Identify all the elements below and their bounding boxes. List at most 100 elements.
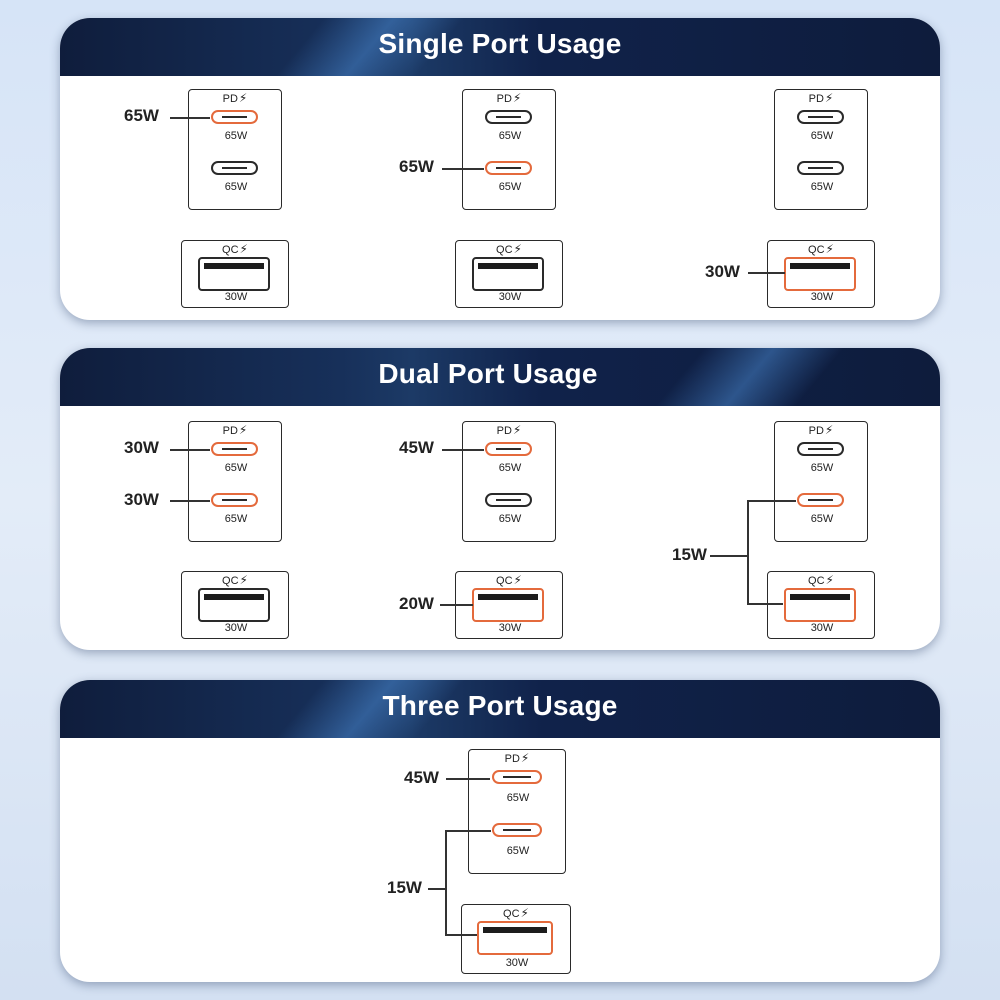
wattage-label: 45W: [399, 438, 434, 457]
connector-line: [446, 778, 490, 780]
connector-line: [170, 449, 210, 451]
usbc-charger-block: PD⚡ 65W 65W: [462, 421, 556, 542]
usbc-port-2: [211, 161, 258, 175]
port-rating: 30W: [498, 622, 522, 634]
lightning-icon: ⚡: [239, 573, 248, 587]
port-rating: 65W: [810, 513, 834, 525]
lightning-icon: ⚡: [520, 751, 530, 765]
wattage-label: 65W: [124, 106, 159, 125]
port-rating: 30W: [498, 291, 522, 303]
pd-label: PD⚡: [808, 91, 834, 105]
port-rating: 65W: [224, 181, 248, 193]
usba-charger-block: QC⚡ 30W: [455, 240, 563, 308]
connector-line: [442, 449, 484, 451]
lightning-icon: ⚡: [238, 423, 248, 437]
usbc-charger-block: PD⚡ 65W 65W: [468, 749, 566, 874]
port-rating: 65W: [224, 462, 248, 474]
port-rating: 30W: [224, 291, 248, 303]
usbc-charger-block: PD⚡ 65W 65W: [462, 89, 556, 210]
lightning-icon: ⚡: [512, 423, 522, 437]
port-rating: 65W: [224, 130, 248, 142]
usbc-port-1-active: [485, 442, 532, 456]
lightning-icon: ⚡: [825, 242, 834, 256]
port-rating: 30W: [224, 622, 248, 634]
connector-line: [747, 603, 783, 605]
lightning-icon: ⚡: [239, 242, 248, 256]
connector-line: [710, 555, 748, 557]
qc-label: QC⚡: [222, 573, 248, 587]
pd-label: PD⚡: [504, 751, 530, 765]
connector-line: [445, 934, 477, 936]
wattage-label: 15W: [672, 545, 707, 564]
usba-port: [472, 257, 544, 291]
usbc-port-1: [797, 110, 844, 124]
pd-label: PD⚡: [496, 423, 522, 437]
wattage-label: 20W: [399, 594, 434, 613]
usbc-port-1-active: [211, 110, 258, 124]
panel-dual-port: Dual Port Usage PD⚡ 65W 65W QC⚡ 30W 30W …: [60, 348, 940, 650]
wattage-label: 65W: [399, 157, 434, 176]
lightning-icon: ⚡: [520, 906, 529, 920]
usbc-charger-block: PD⚡ 65W 65W: [774, 89, 868, 210]
port-rating: 65W: [498, 181, 522, 193]
connector-bracket: [445, 830, 447, 935]
port-rating: 30W: [505, 957, 529, 969]
usba-charger-block: QC⚡ 30W: [181, 571, 289, 639]
usbc-port-1-active: [211, 442, 258, 456]
qc-label: QC⚡: [808, 242, 834, 256]
connector-line: [170, 117, 210, 119]
port-rating: 65W: [810, 462, 834, 474]
lightning-icon: ⚡: [513, 242, 522, 256]
connector-bracket: [747, 500, 749, 604]
pd-label: PD⚡: [496, 91, 522, 105]
panel-header: Single Port Usage: [60, 18, 940, 76]
connector-line: [440, 604, 473, 606]
usba-charger-block: QC⚡ 30W: [455, 571, 563, 639]
port-rating: 30W: [810, 291, 834, 303]
usbc-port-1: [485, 110, 532, 124]
usbc-port-2: [797, 161, 844, 175]
usbc-port-1: [797, 442, 844, 456]
port-rating: 65W: [506, 845, 530, 857]
wattage-label: 15W: [387, 878, 422, 897]
usbc-port-2-active: [485, 161, 532, 175]
lightning-icon: ⚡: [238, 91, 248, 105]
usba-charger-block: QC⚡ 30W: [181, 240, 289, 308]
usbc-port-2: [485, 493, 532, 507]
panel-title: Dual Port Usage: [378, 358, 598, 389]
usba-port-active: [784, 588, 856, 622]
qc-label: QC⚡: [496, 242, 522, 256]
usba-charger-block: QC⚡ 30W: [461, 904, 571, 974]
qc-label: QC⚡: [496, 573, 522, 587]
usba-port: [198, 257, 270, 291]
usbc-port-2-active: [211, 493, 258, 507]
port-rating: 65W: [498, 513, 522, 525]
panel-header: Three Port Usage: [60, 680, 940, 738]
usbc-charger-block: PD⚡ 65W 65W: [774, 421, 868, 542]
usbc-port-2-active: [797, 493, 844, 507]
connector-line: [170, 500, 210, 502]
usba-port-active: [472, 588, 544, 622]
wattage-label: 30W: [705, 262, 740, 281]
lightning-icon: ⚡: [513, 573, 522, 587]
connector-line: [442, 168, 484, 170]
pd-label: PD⚡: [222, 423, 248, 437]
wattage-label: 45W: [404, 768, 439, 787]
usbc-port-1-active: [492, 770, 542, 784]
panel-three-port: Three Port Usage PD⚡ 65W 65W QC⚡ 30W 45W…: [60, 680, 940, 982]
usba-port-active: [784, 257, 856, 291]
qc-label: QC⚡: [503, 906, 529, 920]
port-rating: 65W: [810, 130, 834, 142]
qc-label: QC⚡: [222, 242, 248, 256]
usbc-charger-block: PD⚡ 65W 65W: [188, 421, 282, 542]
port-rating: 65W: [506, 792, 530, 804]
panel-single-port: Single Port Usage PD⚡ 65W 65W QC⚡ 30W 65…: [60, 18, 940, 320]
panel-title: Three Port Usage: [382, 690, 618, 721]
usba-port-active: [477, 921, 553, 955]
connector-line: [747, 500, 796, 502]
usbc-charger-block: PD⚡ 65W 65W: [188, 89, 282, 210]
port-rating: 65W: [810, 181, 834, 193]
panel-header: Dual Port Usage: [60, 348, 940, 406]
usbc-port-2-active: [492, 823, 542, 837]
pd-label: PD⚡: [808, 423, 834, 437]
